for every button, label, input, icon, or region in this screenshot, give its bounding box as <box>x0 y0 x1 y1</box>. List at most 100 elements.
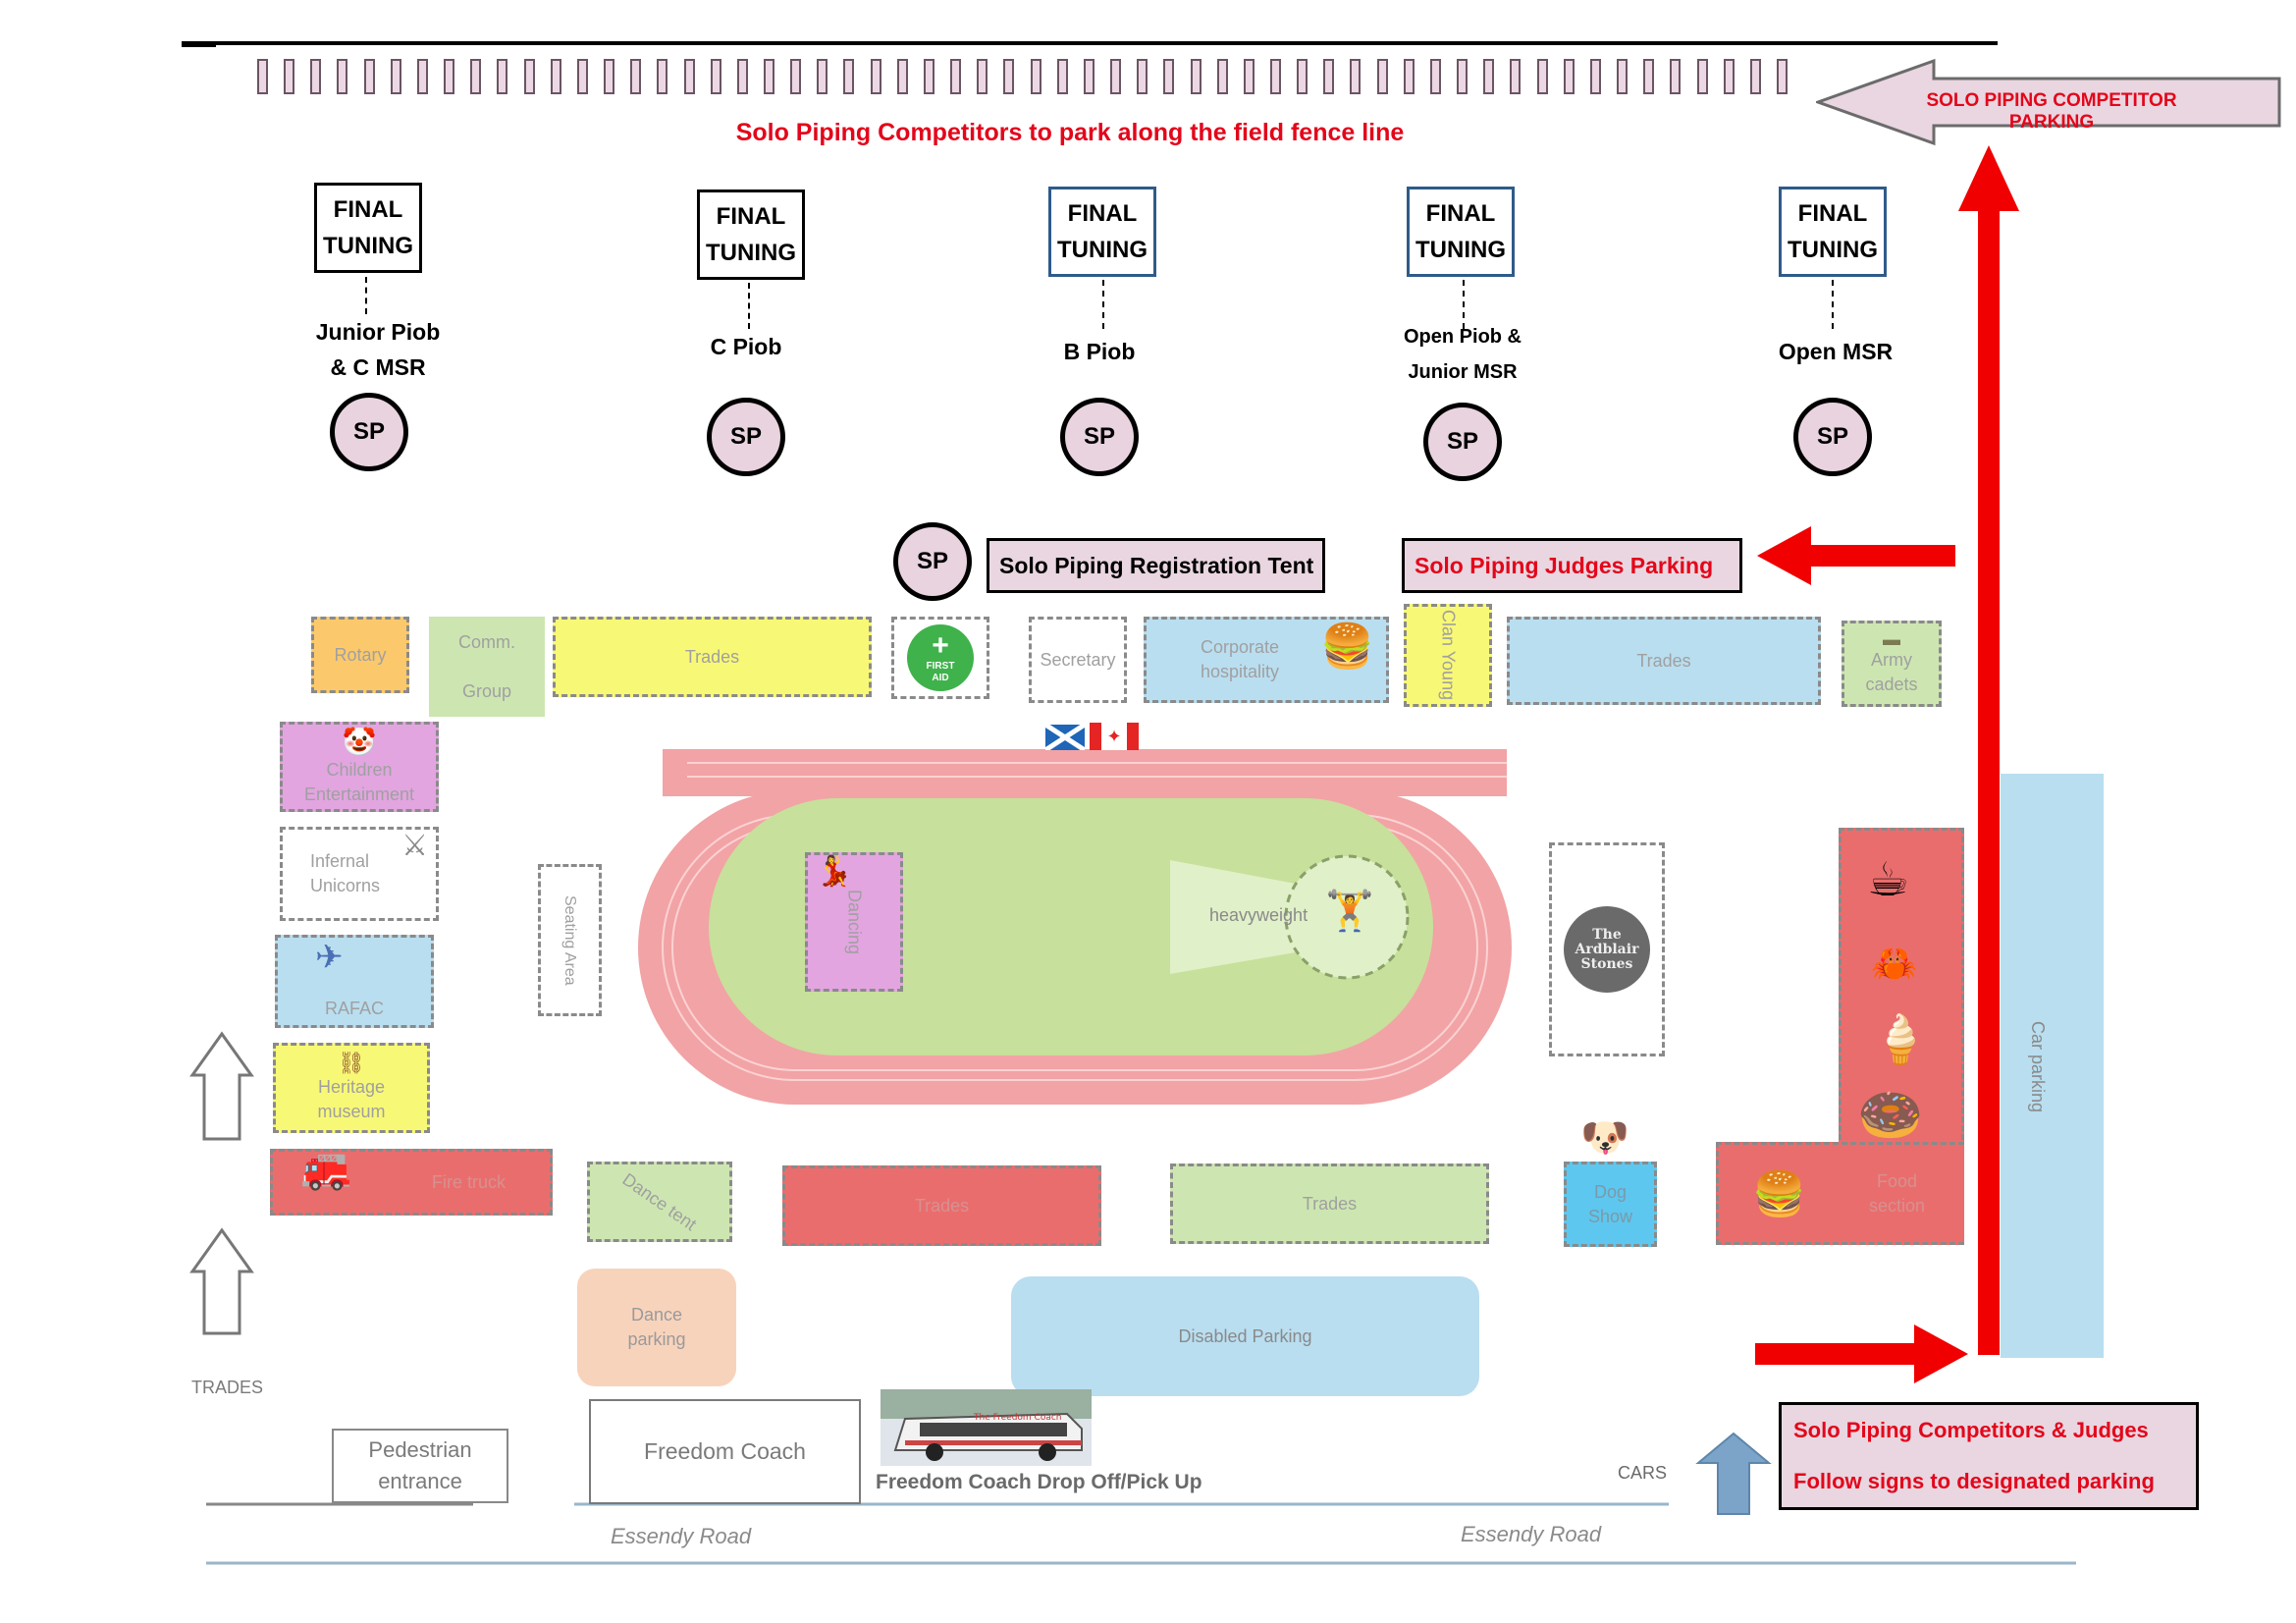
fence-post <box>1429 59 1441 94</box>
heritage-label: Heritage museum <box>317 1077 386 1121</box>
coffee-icon: ☕ <box>1867 854 1910 906</box>
registration-sp-marker: SP <box>893 522 972 601</box>
cars-label: CARS <box>1618 1463 1668 1483</box>
final-tuning-box: FINAL TUNING <box>1407 187 1515 277</box>
freedom-coach-box: Freedom Coach <box>589 1399 861 1504</box>
competition-label: Open MSR <box>1778 339 1894 364</box>
fence-post <box>950 59 962 94</box>
disabled-parking: Disabled Parking <box>1011 1276 1479 1396</box>
trades-direction-label: TRADES <box>191 1378 264 1397</box>
burger-icon: 🍔 <box>1752 1170 1806 1218</box>
stones-logo: The Ardblair Stones <box>1564 906 1650 993</box>
sp-marker: SP <box>707 398 785 476</box>
fence-post <box>657 59 668 94</box>
first-aid-text: FIRST AID <box>926 661 955 683</box>
fence-post <box>1163 59 1175 94</box>
fence-post <box>576 59 588 94</box>
fence-post <box>284 59 295 94</box>
fence-post <box>1243 59 1255 94</box>
corporate-hospitality: Corporate hospitality 🍔 <box>1144 617 1389 703</box>
fence-post <box>977 59 988 94</box>
corporate-label: Corporate hospitality <box>1201 637 1280 681</box>
canada-flag-icon: ✦ <box>1090 723 1139 750</box>
fence-post <box>1376 59 1388 94</box>
fence-post <box>1670 59 1682 94</box>
trades-bottom-green: Trades <box>1170 1163 1489 1244</box>
fence-post <box>896 59 908 94</box>
tuning-connector <box>748 283 750 329</box>
competition-label: Open Piob & Junior MSR <box>1404 326 1522 383</box>
crab-icon: 🦀 <box>1871 944 1918 985</box>
fence-post <box>1457 59 1468 94</box>
sp-marker: SP <box>1060 398 1139 476</box>
final-tuning-box: FINAL TUNING <box>697 189 805 280</box>
swords-icon: ⚔ <box>401 830 428 862</box>
sp-marker: SP <box>330 393 408 471</box>
fence-post <box>1083 59 1095 94</box>
fence-post <box>1483 59 1495 94</box>
fence-post <box>736 59 748 94</box>
army-cadets-label: Army cadets <box>1865 650 1918 694</box>
fence-post <box>1777 59 1788 94</box>
dog-show: Dog Show <box>1564 1162 1657 1247</box>
fence-post <box>1617 59 1629 94</box>
rafac-label: RAFAC <box>324 999 384 1018</box>
army-cadets-stall: ▬ Army cadets <box>1842 621 1942 707</box>
clan-young-label: Clan Young <box>1438 610 1459 701</box>
fence-post <box>630 59 642 94</box>
weightlifter-icon: 🏋 <box>1325 890 1374 933</box>
fence-post <box>604 59 615 94</box>
fence-post <box>870 59 881 94</box>
heavyweight-area <box>1170 854 1410 980</box>
fence-post <box>764 59 774 94</box>
fence-post <box>470 59 482 94</box>
final-tuning-box: FINAL TUNING <box>314 183 422 273</box>
seating-label: Seating Area <box>561 894 578 986</box>
fence-post <box>790 59 802 94</box>
clown-icon: 🤡 <box>342 727 377 757</box>
competitor-parking-arrow <box>1816 59 2281 146</box>
children-entertainment: 🤡 Children Entertainment <box>280 722 439 812</box>
sp-marker: SP <box>1423 403 1502 481</box>
trades-bottom-red: Trades <box>782 1165 1101 1246</box>
fence-post <box>523 59 535 94</box>
fence-post <box>843 59 855 94</box>
infernal-unicorns: Infernal Unicorns ⚔ <box>280 827 439 921</box>
judges-parking: Solo Piping Judges Parking <box>1402 538 1742 593</box>
fire-truck-icon: 🚒 <box>300 1145 352 1191</box>
fence-post <box>550 59 561 94</box>
fence-post <box>337 59 348 94</box>
car-parking-label: Car parking <box>2028 1021 2048 1113</box>
fence-post <box>1643 59 1655 94</box>
fence-post <box>710 59 721 94</box>
dance-parking: Dance parking <box>577 1269 736 1386</box>
final-tuning-box: FINAL TUNING <box>1048 187 1156 277</box>
tuning-connector <box>365 277 367 314</box>
fence-post <box>1110 59 1122 94</box>
coach-vehicle-text: The Freedom Coach <box>973 1413 1062 1423</box>
fire-truck-stall: 🚒 Fire truck <box>270 1145 553 1216</box>
tuning-connector <box>1832 280 1834 329</box>
dance-tent-label: Dance tent <box>618 1168 701 1234</box>
dog-show-label: Dog Show <box>1587 1181 1633 1226</box>
rope-barrier-icon: ⛓ <box>338 1051 365 1075</box>
fence-post <box>1323 59 1335 94</box>
fence-post <box>1403 59 1415 94</box>
fence-post <box>1056 59 1068 94</box>
tuning-connector <box>1463 280 1465 329</box>
donut-icon: 🍩 <box>1857 1086 1924 1145</box>
top-line-left <box>182 45 216 47</box>
infernal-label: Infernal Unicorns <box>310 851 381 895</box>
fence-post <box>1297 59 1308 94</box>
fence-post <box>1563 59 1575 94</box>
fence-post <box>923 59 934 94</box>
ardblair-stones: The Ardblair Stones <box>1549 842 1665 1056</box>
sp-marker: SP <box>1793 398 1872 476</box>
dancing-area: 💃 Dancing <box>805 852 903 992</box>
competition-label: Junior Piob & C MSR <box>315 319 441 380</box>
fence-post <box>1723 59 1735 94</box>
first-aid-icon: +FIRST AID <box>907 624 974 691</box>
heritage-museum: ⛓ Heritage museum <box>273 1043 430 1133</box>
car-parking-strip <box>2001 774 2104 1358</box>
